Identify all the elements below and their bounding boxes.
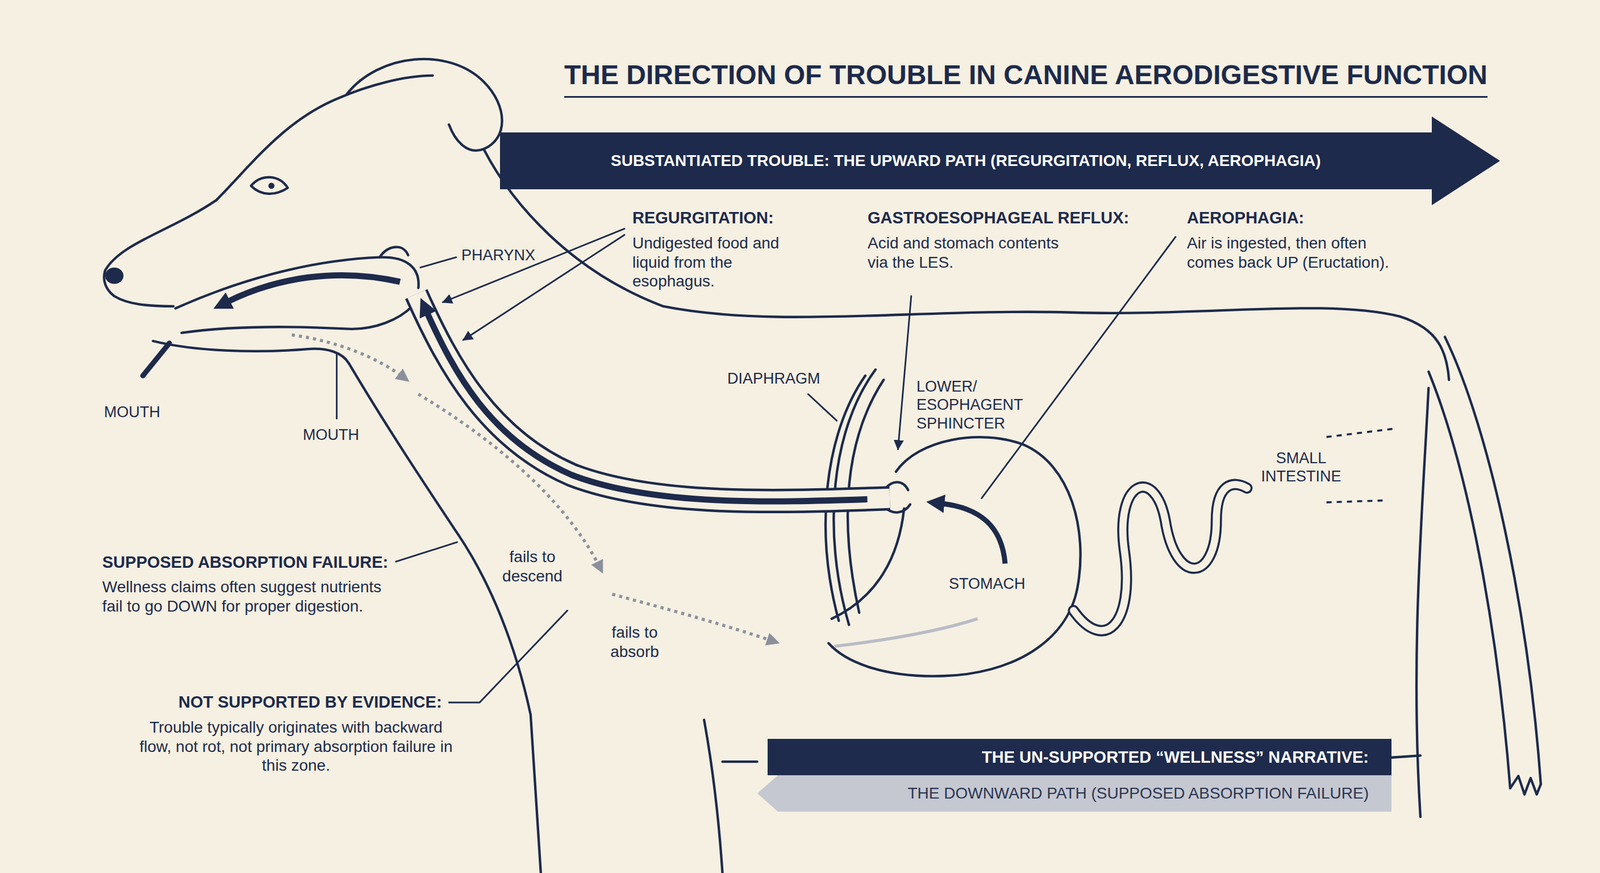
jaw-outline	[152, 340, 349, 364]
belly-outline	[1389, 755, 1421, 758]
leader-line	[335, 353, 338, 419]
leader-line	[448, 610, 568, 703]
part-label: DIAPHRAGM	[727, 369, 821, 388]
intestine-lumen	[1073, 484, 1247, 631]
part-label: MOUTH	[302, 425, 360, 444]
upward-path-arrow-band: SUBSTANTIATED TROUBLE: THE UPWARD PATH (…	[500, 116, 1500, 206]
callout-text: Air is ingested, then often comes back U…	[1186, 233, 1392, 272]
front-leg-outline	[703, 719, 723, 873]
note-text: Trouble typically originates with backwa…	[136, 717, 456, 775]
leader-line	[981, 236, 1176, 499]
callout-text-holder: Air is ingested, then often comes back U…	[1186, 233, 1392, 272]
part-label: LOWER/ ESOPHAGENT SPHINCTER	[916, 377, 1031, 433]
eye-outline	[251, 177, 289, 194]
part-label-holder: LOWER/ ESOPHAGENT SPHINCTER	[916, 377, 1031, 433]
tail-tip	[1510, 775, 1541, 794]
note-text: Wellness claims often suggest nutrients …	[102, 577, 398, 616]
part-label-holder: PHARYNX	[461, 246, 536, 265]
part-label: MOUTH	[103, 402, 161, 422]
wellness-narrative-band: THE UN-SUPPORTED “WELLNESS” NARRATIVE:TH…	[755, 738, 1392, 812]
tail-outline	[1428, 371, 1511, 789]
part-label-holder: MOUTH	[103, 402, 161, 422]
leader-line	[396, 542, 458, 562]
note-heading: NOT SUPPORTED BY EVIDENCE:	[178, 692, 443, 712]
dog-pupil	[268, 182, 275, 190]
callout-heading-holder: AEROPHAGIA:	[1186, 207, 1304, 228]
callout-text: Acid and stomach contents via the LES.	[867, 233, 1064, 272]
callout-text-holder: Undigested food and liquid from the esop…	[632, 233, 818, 291]
ear-outline	[347, 59, 503, 151]
leader-line	[442, 228, 625, 302]
belly-outline	[722, 760, 758, 763]
flow-note: fails to absorb	[603, 622, 666, 661]
note-text-holder: Wellness claims often suggest nutrients …	[102, 577, 398, 616]
mouth-arrow	[226, 275, 400, 302]
tongue-line	[142, 343, 170, 376]
callout-heading-holder: REGURGITATION:	[632, 207, 774, 228]
note-heading-holder: NOT SUPPORTED BY EVIDENCE:	[178, 692, 443, 712]
title-holder: THE DIRECTION OF TROUBLE IN CANINE AEROD…	[564, 59, 1488, 98]
intestine-dashes	[1326, 500, 1389, 503]
part-label: STOMACH	[948, 574, 1026, 593]
part-label: PHARYNX	[461, 246, 536, 265]
part-label-holder: DIAPHRAGM	[727, 369, 821, 388]
note-heading: SUPPOSED ABSORPTION FAILURE:	[102, 552, 389, 573]
pylorus-line	[834, 618, 978, 647]
band-fill	[500, 116, 1500, 206]
part-label-holder: SMALL INTESTINE	[1252, 448, 1350, 486]
diagram-title: THE DIRECTION OF TROUBLE IN CANINE AEROD…	[564, 59, 1488, 98]
stomach-curvature	[831, 508, 905, 619]
hind-leg-outline	[1416, 388, 1429, 818]
oral-cavity	[175, 257, 419, 309]
part-label-holder: STOMACH	[948, 574, 1026, 593]
regurgitation-arrow	[426, 311, 868, 502]
flow-note-holder: fails to descend	[501, 547, 564, 586]
downward-dotted-arrow	[418, 393, 600, 568]
head-outline	[105, 75, 433, 271]
part-label-holder: MOUTH	[302, 425, 360, 444]
band-heading: THE UN-SUPPORTED “WELLNESS” NARRATIVE:	[755, 738, 1392, 775]
callout-heading: AEROPHAGIA:	[1186, 207, 1304, 228]
leader-line	[420, 257, 457, 268]
part-label: SMALL INTESTINE	[1252, 448, 1350, 486]
dog-nose	[105, 267, 124, 285]
callout-heading-holder: GASTROESOPHAGEAL REFLUX:	[867, 207, 1129, 228]
downward-dotted-arrow	[292, 334, 405, 378]
callout-text: Undigested food and liquid from the esop…	[632, 233, 818, 291]
intestine-dashes	[1326, 428, 1394, 437]
stomach-outline	[828, 436, 1081, 676]
flow-note-holder: fails to absorb	[603, 622, 666, 661]
pharynx-fold	[379, 247, 408, 258]
intestine-wall	[1073, 484, 1247, 631]
leader-line	[897, 296, 911, 449]
tail-outline	[1444, 336, 1541, 785]
callout-heading: GASTROESOPHAGEAL REFLUX:	[867, 207, 1129, 228]
flow-note: fails to descend	[501, 547, 564, 586]
band-text: THE DOWNWARD PATH (SUPPOSED ABSORPTION F…	[755, 775, 1392, 812]
note-text-holder: Trouble typically originates with backwa…	[136, 717, 456, 775]
leader-line	[807, 393, 837, 421]
band-text: SUBSTANTIATED TROUBLE: THE UPWARD PATH (…	[610, 151, 1322, 171]
stomach-arrow	[940, 503, 1006, 564]
note-heading-holder: SUPPOSED ABSORPTION FAILURE:	[102, 552, 389, 573]
callout-heading: REGURGITATION:	[632, 207, 774, 228]
callout-text-holder: Acid and stomach contents via the LES.	[867, 233, 1064, 272]
oral-cavity	[181, 306, 413, 333]
